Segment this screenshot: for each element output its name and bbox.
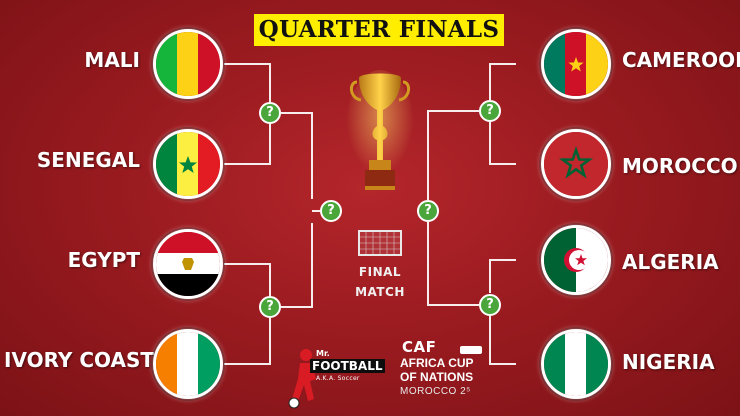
caf-line1: AFRICA CUP: [400, 356, 474, 370]
caf-afcon-logo: CAF AFRICA CUP OF NATIONS MOROCCO 2⁵: [398, 336, 494, 412]
caf-mark: CAF: [402, 338, 437, 356]
bracket-line-senegal: [224, 124, 271, 165]
bracket-line-morocco: [489, 122, 516, 165]
semi-placeholder-left: ?: [320, 200, 342, 222]
bracket-line-mali: [224, 63, 271, 102]
semi-placeholder-right: ?: [417, 200, 439, 222]
bracket-line-cameroon: [489, 63, 516, 100]
team-name-morocco: MOROCCO: [622, 154, 738, 178]
team-name-algeria: ALGERIA: [622, 250, 719, 274]
caf-line2: OF NATIONS: [400, 370, 474, 384]
senegal-flag-icon: [153, 129, 223, 199]
bracket-line-right-lower-to-semi: [427, 222, 479, 306]
mr-football-logo: Mr. FOOTBALL A.K.A. Soccer: [286, 345, 386, 411]
bracket-line-egypt: [224, 263, 271, 296]
winner-placeholder-left-upper: ?: [259, 102, 281, 124]
bracket-line-left-lower-to-semi: [281, 223, 313, 308]
nigeria-flag-icon: [541, 329, 611, 399]
team-name-egypt: EGYPT: [67, 248, 140, 272]
mr-football-small: Mr.: [316, 349, 330, 358]
morocco-flag-icon: [541, 129, 611, 199]
winner-placeholder-right-lower: ?: [479, 294, 501, 316]
mali-flag-icon: [153, 29, 223, 99]
winner-placeholder-left-lower: ?: [259, 296, 281, 318]
bracket-line-algeria: [489, 259, 516, 293]
cameroon-flag-icon: [541, 29, 611, 99]
bracket-line-nigeria: [489, 316, 516, 365]
final-label-line2: MATCH: [355, 285, 405, 299]
team-name-senegal: SENEGAL: [36, 148, 140, 172]
page-title: QUARTER FINALS: [254, 14, 504, 46]
caf-line3: MOROCCO 2⁵: [400, 386, 471, 397]
goal-icon: [358, 230, 402, 256]
mr-football-big: FOOTBALL: [310, 359, 385, 373]
bracket-line-right-upper-to-semi: [427, 110, 479, 200]
final-match-label: FINAL MATCH: [340, 262, 420, 302]
egypt-flag-icon: [153, 229, 223, 299]
algeria-flag-icon: [541, 225, 611, 295]
bracket-line-left-upper-to-semi: [281, 112, 313, 199]
mr-football-tag: A.K.A. Soccer: [316, 375, 360, 382]
sponsor-badge-icon: [460, 346, 482, 354]
team-name-mali: MALI: [84, 48, 140, 72]
bracket-line-ivory-coast: [224, 318, 271, 365]
ivory-coast-flag-icon: [153, 329, 223, 399]
trophy-icon: [346, 70, 414, 190]
winner-placeholder-right-upper: ?: [479, 100, 501, 122]
team-name-ivory-coast: IVORY COAST: [4, 348, 154, 372]
final-label-line1: FINAL: [358, 265, 402, 279]
team-name-cameroon: CAMEROON: [622, 48, 740, 72]
team-name-nigeria: NIGERIA: [622, 350, 715, 374]
